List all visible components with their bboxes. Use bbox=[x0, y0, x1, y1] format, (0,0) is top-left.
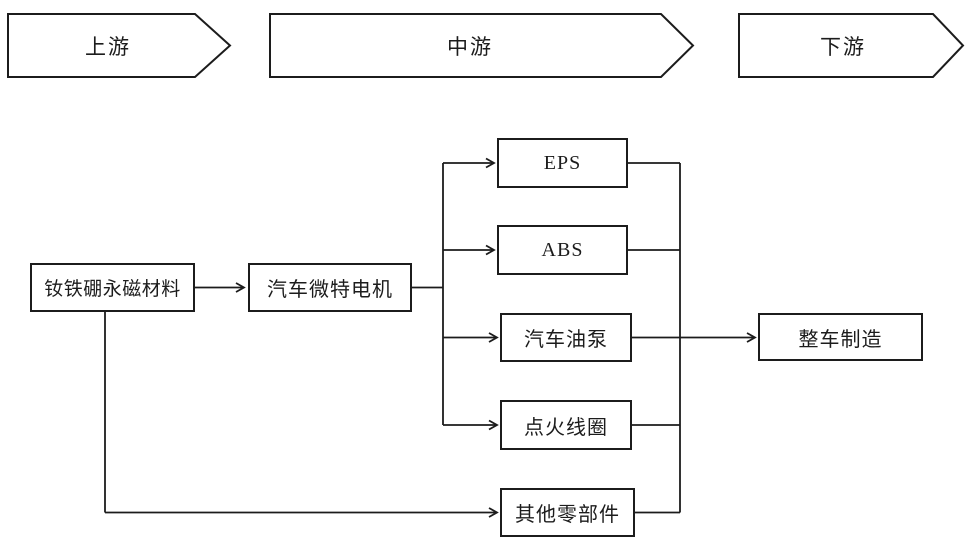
banner-midstream-shape bbox=[269, 13, 695, 78]
node-ignition-coil: 点火线圈 bbox=[500, 400, 632, 450]
node-other-parts: 其他零部件 bbox=[500, 488, 635, 537]
banner-downstream-shape bbox=[738, 13, 965, 78]
node-auto-oil-pump: 汽车油泵 bbox=[500, 313, 632, 362]
banner-midstream-label: 中游 bbox=[447, 34, 493, 59]
banner-downstream-label: 下游 bbox=[820, 34, 866, 59]
node-vehicle-manufacturing: 整车制造 bbox=[758, 313, 923, 361]
node-eps: EPS bbox=[497, 138, 628, 188]
node-ndfeb-magnet-material: 钕铁硼永磁材料 bbox=[30, 263, 195, 312]
node-auto-micro-motor: 汽车微特电机 bbox=[248, 263, 412, 312]
banner-upstream-label: 上游 bbox=[85, 34, 131, 59]
node-abs: ABS bbox=[497, 225, 628, 275]
banner-upstream-shape bbox=[7, 13, 232, 78]
